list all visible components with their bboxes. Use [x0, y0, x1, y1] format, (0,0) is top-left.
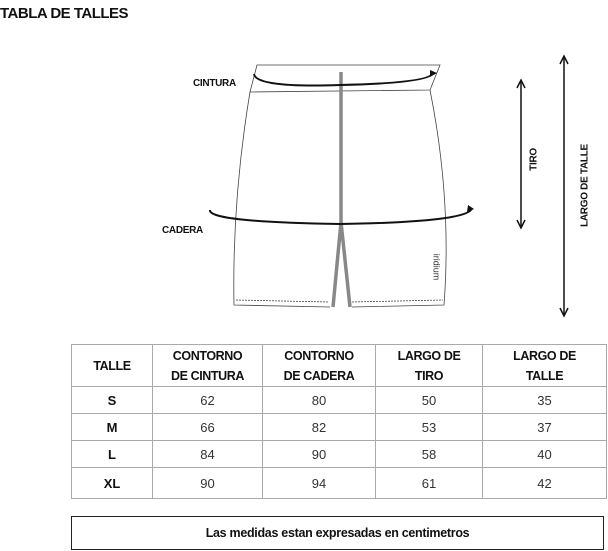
text: TIRO: [414, 368, 444, 383]
table-header-row: TALLE CONTORNO DE CINTURA CONTORNO DE CADE…: [71, 344, 607, 387]
table-cell: 37: [482, 413, 607, 441]
tiro-arrow: [516, 78, 526, 230]
text: LARGO DE: [397, 348, 461, 363]
text: LARGO DE: [513, 348, 576, 363]
cintura-label: CINTURA: [193, 78, 236, 89]
header-largo: LARGO DE TALLE: [482, 344, 607, 387]
center-seam: [331, 72, 352, 308]
header-cadera: CONTORNO DE CADERA: [262, 344, 376, 387]
table-cell: 84: [152, 440, 263, 468]
waistband: [249, 64, 441, 93]
table-cell: S: [71, 386, 153, 414]
size-table: TALLE CONTORNO DE CINTURA CONTORNO DE CADE…: [71, 344, 607, 499]
table-cell: 62: [152, 386, 263, 414]
shorts-diagram: [209, 54, 569, 318]
text: CONTORNO: [172, 348, 243, 363]
text: DE CADERA: [283, 368, 355, 383]
left-leg-outline: [233, 91, 331, 308]
cadera-arrow: [209, 207, 473, 226]
table-cell: XL: [71, 467, 153, 499]
table-cell: 80: [262, 386, 376, 414]
units-note: Las medidas estan expresadas en centimet…: [71, 516, 604, 550]
table-cell: M: [71, 413, 153, 441]
table-cell: 50: [375, 386, 483, 414]
cadera-label: CADERA: [162, 225, 203, 236]
table-cell: 35: [482, 386, 607, 414]
largo-talle-label: LARGO DE TALLE: [579, 144, 591, 227]
page-title: TABLA DE TALLES: [0, 5, 129, 22]
text: DE CINTURA: [170, 368, 245, 383]
header-cintura: CONTORNO DE CINTURA: [152, 344, 263, 387]
cintura-arrow: [253, 72, 434, 87]
table-cell: 53: [375, 413, 483, 441]
table-cell: 90: [152, 467, 263, 499]
tiro-label: TIRO: [528, 148, 540, 171]
table-cell: 90: [262, 440, 376, 468]
table-cell: 40: [482, 440, 607, 468]
table-cell: L: [71, 440, 153, 468]
table-cell: 94: [262, 467, 376, 499]
table-cell: 66: [152, 413, 263, 441]
table-cell: 42: [482, 467, 607, 499]
text: TALLE: [525, 368, 564, 383]
table-cell: 61: [375, 467, 483, 499]
largo-talle-arrow: [559, 54, 569, 318]
header-tiro: LARGO DE TIRO: [375, 344, 483, 387]
table-cell: 82: [262, 413, 376, 441]
right-leg-outline: [351, 89, 447, 308]
brand-logo: iridium: [431, 253, 442, 281]
header-talle: TALLE: [71, 344, 153, 387]
table-cell: 58: [375, 440, 483, 468]
text: TALLE: [93, 358, 131, 373]
text: CONTORNO: [284, 348, 354, 363]
